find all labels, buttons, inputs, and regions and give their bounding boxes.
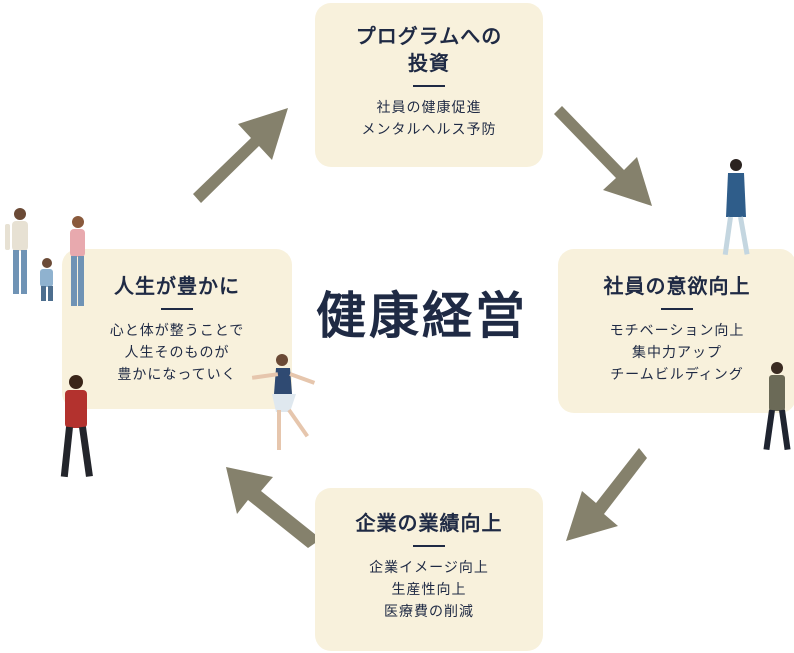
card-investment: プログラムへの 投資 社員の健康促進 メンタルヘルス予防 [315,3,543,167]
arrow-bottom-to-left [226,467,321,548]
card-motivation-line: モチベーション向上 [609,323,745,339]
divider [413,545,445,547]
divider [161,308,193,310]
card-enrichment-line: 豊かになっていく [117,367,237,383]
card-performance-line: 企業イメージ向上 [369,560,489,576]
card-performance: 企業の業績向上 企業イメージ向上 生産性向上 医療費の削減 [315,488,543,651]
card-enrichment-line: 心と体が整うことで [109,323,245,339]
card-performance-title: 企業の業績向上 [355,511,503,535]
card-motivation: 社員の意欲向上 モチベーション向上 集中力アップ チームビルディング [558,249,794,413]
walking-woman-figure-icon [722,159,750,256]
card-motivation-title: 社員の意欲向上 [603,274,751,298]
walking-man-figure-icon [763,362,791,451]
card-performance-line: 医療費の削減 [384,604,474,620]
arrow-top-to-right [554,106,652,206]
divider [413,85,445,87]
card-motivation-line: チームビルディング [610,367,744,383]
card-enrichment-title: 人生が豊かに [114,274,240,298]
card-enrichment-line: 人生そのものが [124,345,230,361]
card-investment-line: メンタルヘルス予防 [361,122,497,138]
red-jacket-man-figure-icon [60,375,93,478]
center-title: 健康経営 [316,286,528,345]
arrow-right-to-bottom [566,448,647,541]
card-investment-title-2: 投資 [408,51,450,75]
card-enrichment: 人生が豊かに 心と体が整うことで 人生そのものが 豊かになっていく [62,249,292,409]
divider [661,308,693,310]
family-figure-icon [5,208,85,306]
card-investment-line: 社員の健康促進 [376,100,482,116]
dancing-woman-figure-icon [251,354,316,450]
card-motivation-line: 集中力アップ [632,345,722,361]
card-performance-line: 生産性向上 [391,582,467,598]
arrow-left-to-top [193,108,288,203]
card-investment-title: プログラムへの [355,24,503,48]
